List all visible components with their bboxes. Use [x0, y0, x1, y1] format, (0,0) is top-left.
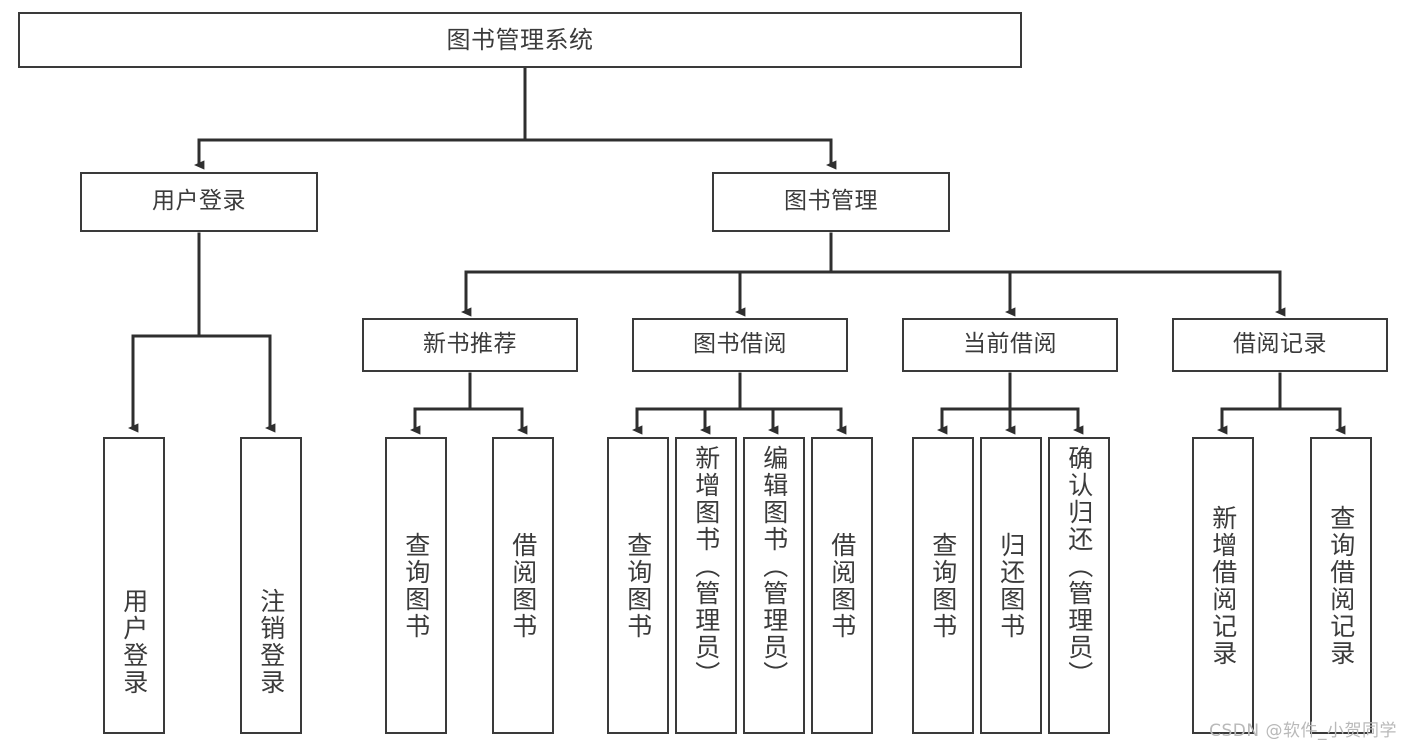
node-book-borrowing[interactable]: 图书借阅 — [632, 318, 848, 372]
node-label: 新增图书（管理员） — [691, 445, 721, 688]
node-label: 注销登录 — [256, 588, 286, 696]
node-user-login[interactable]: 用户登录 — [80, 172, 318, 232]
node-new-book-recommendation[interactable]: 新书推荐 — [362, 318, 578, 372]
leaf-add-book-admin[interactable]: 新增图书（管理员） — [675, 437, 737, 734]
node-label: 借阅图书 — [827, 531, 857, 640]
node-label: 图书管理 — [784, 188, 878, 215]
node-label: 查询图书 — [928, 531, 958, 640]
node-label: 借阅记录 — [1233, 331, 1327, 358]
node-label: 查询图书 — [623, 531, 653, 640]
node-label: 用户登录 — [152, 188, 246, 215]
node-label: 图书借阅 — [693, 331, 787, 358]
node-label: 编辑图书（管理员） — [759, 445, 789, 688]
node-label: 新书推荐 — [423, 331, 517, 358]
leaf-borrow-books-recommendation[interactable]: 借阅图书 — [492, 437, 554, 734]
node-label: 查询图书 — [401, 531, 431, 640]
leaf-add-borrow-record[interactable]: 新增借阅记录 — [1192, 437, 1254, 734]
leaf-query-books-current[interactable]: 查询图书 — [912, 437, 974, 734]
leaf-confirm-return-admin[interactable]: 确认归还（管理员） — [1048, 437, 1110, 734]
node-label: 查询借阅记录 — [1326, 504, 1356, 667]
leaf-query-borrow-record[interactable]: 查询借阅记录 — [1310, 437, 1372, 734]
node-label: 归还图书 — [996, 531, 1026, 640]
node-label: 用户登录 — [119, 588, 149, 696]
leaf-return-books[interactable]: 归还图书 — [980, 437, 1042, 734]
leaf-query-books-recommendation[interactable]: 查询图书 — [385, 437, 447, 734]
leaf-query-books-borrowing[interactable]: 查询图书 — [607, 437, 669, 734]
watermark: CSDN @软件_小贺同学 — [1209, 721, 1397, 741]
node-book-management[interactable]: 图书管理 — [712, 172, 950, 232]
node-borrowing-records[interactable]: 借阅记录 — [1172, 318, 1388, 372]
node-label: 新增借阅记录 — [1208, 504, 1238, 667]
leaf-logout[interactable]: 注销登录 — [240, 437, 302, 734]
node-root-system[interactable]: 图书管理系统 — [18, 12, 1022, 68]
node-label: 当前借阅 — [963, 331, 1057, 358]
node-label: 图书管理系统 — [446, 25, 594, 54]
leaf-borrow-books-borrowing[interactable]: 借阅图书 — [811, 437, 873, 734]
node-label: 借阅图书 — [508, 531, 538, 640]
leaf-user-login[interactable]: 用户登录 — [103, 437, 165, 734]
leaf-edit-book-admin[interactable]: 编辑图书（管理员） — [743, 437, 805, 734]
node-label: 确认归还（管理员） — [1064, 445, 1094, 688]
node-current-borrowing[interactable]: 当前借阅 — [902, 318, 1118, 372]
